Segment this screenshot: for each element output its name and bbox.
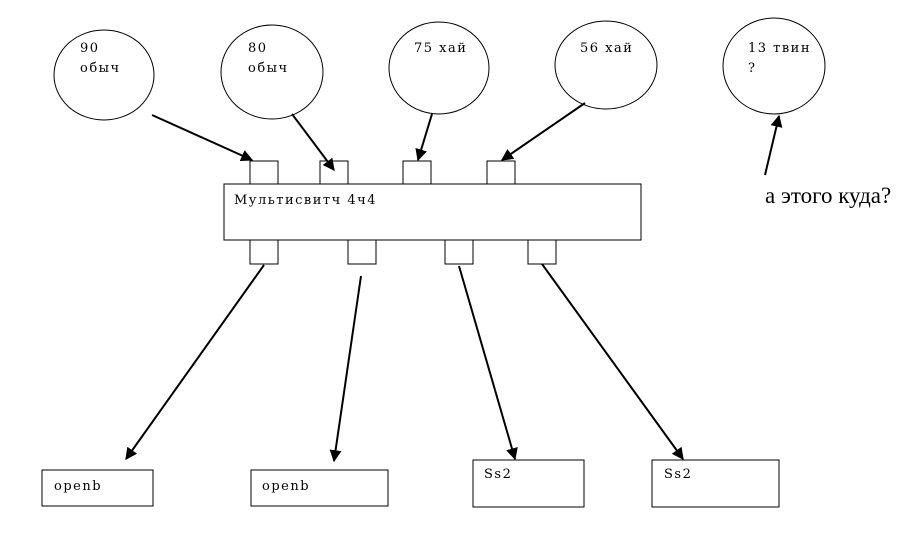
receiver-box: openb (250, 469, 389, 507)
arrow (764, 114, 783, 176)
receiver-rect (41, 469, 154, 507)
satellite-label: 13 твин (748, 41, 811, 56)
output-port (444, 239, 474, 265)
receiver-rect (651, 459, 780, 508)
arrow (501, 102, 586, 161)
multiswitch-label: Мультисвитч 4ч4 (234, 193, 377, 208)
input-port (249, 160, 279, 186)
satellite-label: 56 хай (580, 41, 633, 56)
input-port (319, 160, 349, 186)
output-port (527, 239, 557, 265)
arrow (329, 275, 362, 463)
satellite-node: 13 твин ? (722, 17, 826, 115)
receiver-label: Ss2 (664, 467, 692, 482)
receiver-box: Ss2 (472, 459, 585, 508)
satellite-label: обыч (248, 61, 289, 76)
receiver-box: openb (41, 469, 154, 507)
input-port (402, 160, 432, 186)
satellite-label: 90 (80, 41, 100, 56)
satellite-label: 75 хай (414, 41, 467, 56)
satellite-ellipse (388, 21, 490, 115)
receiver-rect (250, 469, 389, 507)
receiver-rect (472, 459, 585, 508)
satellite-label: 80 (248, 41, 268, 56)
satellite-label: ? (748, 61, 756, 76)
satellite-node: 75 хай (388, 21, 490, 115)
multiswitch: Мультисвитч 4ч4 (223, 160, 642, 265)
receiver-label: openb (54, 479, 102, 494)
arrow (125, 264, 265, 460)
arrow (458, 265, 518, 461)
satellite-label: обыч (80, 61, 121, 76)
satellite-node: 80 обыч (220, 24, 324, 120)
satellite-node: 56 хай (554, 20, 658, 110)
satellite-ellipse (220, 24, 324, 120)
satellite-ellipse (554, 20, 658, 110)
input-port (486, 160, 516, 186)
output-port (249, 239, 279, 265)
receiver-label: Ss2 (484, 467, 512, 482)
arrow (291, 113, 335, 171)
arrow (151, 114, 254, 162)
satellite-ellipse (53, 29, 155, 121)
receiver-label: openb (262, 479, 310, 494)
question-note: а этого куда? (765, 183, 891, 208)
multiswitch-body (223, 183, 642, 241)
arrow (541, 263, 684, 460)
satellite-ellipse (722, 17, 826, 115)
satellite-node: 90 обыч (53, 29, 155, 121)
receiver-box: Ss2 (651, 459, 780, 508)
output-port (347, 239, 377, 265)
arrow (415, 113, 433, 162)
